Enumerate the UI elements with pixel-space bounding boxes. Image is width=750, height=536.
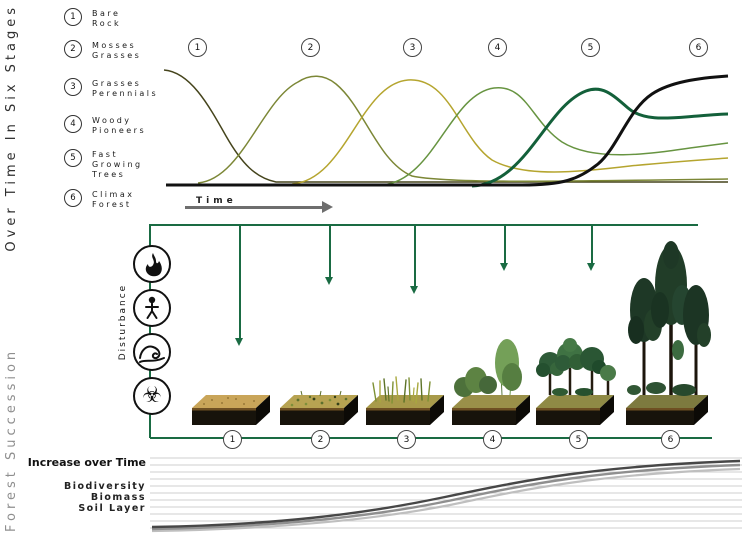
fire-icon-glyph bbox=[145, 253, 162, 277]
stage-marker-5: 5 bbox=[569, 430, 588, 449]
legend-num-1: 1 bbox=[64, 8, 82, 26]
page-title: Forest Succession Over Time In Six Stage… bbox=[4, 4, 19, 532]
stage-arrow-4 bbox=[504, 225, 506, 263]
stage-4-illustration bbox=[452, 339, 530, 425]
stage-arrowhead-4 bbox=[500, 263, 508, 271]
time-arrowhead-icon bbox=[322, 201, 333, 213]
stage-arrow-5 bbox=[591, 225, 593, 263]
chart-marker-1: 1 bbox=[188, 38, 207, 57]
curve-stage-6 bbox=[166, 74, 729, 187]
curve-stage-1 bbox=[163, 69, 728, 183]
chart-marker-4: 4 bbox=[488, 38, 507, 57]
chart-marker-6: 6 bbox=[689, 38, 708, 57]
stage-6-illustration bbox=[626, 241, 711, 425]
stage-arrow-3 bbox=[414, 225, 416, 286]
fire-icon bbox=[133, 245, 171, 283]
stage-marker-3: 3 bbox=[397, 430, 416, 449]
time-axis-label: Time bbox=[196, 196, 237, 206]
stage-arrowhead-3 bbox=[410, 286, 418, 294]
curve-stage-2 bbox=[197, 75, 729, 184]
stage-arrow-1 bbox=[239, 225, 241, 338]
stage-arrowhead-2 bbox=[325, 277, 333, 285]
disturbance-label: Disturbance bbox=[118, 283, 128, 361]
page-title-part2: Over Time In Six Stages bbox=[4, 4, 19, 252]
human-icon bbox=[133, 289, 171, 327]
legend-num-5: 5 bbox=[64, 149, 82, 167]
stage-2-illustration bbox=[280, 390, 358, 425]
chart-marker-3: 3 bbox=[403, 38, 422, 57]
legend-label-2: Mosses Grasses bbox=[92, 41, 142, 60]
stage-marker-1: 1 bbox=[223, 430, 242, 449]
biomass-label: Biomass bbox=[90, 492, 146, 503]
stage-marker-2: 2 bbox=[311, 430, 330, 449]
stage-3-illustration bbox=[366, 376, 444, 425]
legend-item-grasses-perennials: 3 Grasses Perennials bbox=[64, 78, 158, 99]
connector-line-left bbox=[149, 224, 151, 438]
increase-over-time-chart bbox=[150, 457, 742, 533]
legend-label-1: Bare Rock bbox=[92, 9, 122, 28]
biohazard-icon: ☣ bbox=[133, 377, 171, 415]
stage-arrow-2 bbox=[329, 225, 331, 277]
legend-num-6: 6 bbox=[64, 189, 82, 207]
stage-marker-6: 6 bbox=[661, 430, 680, 449]
human-icon-glyph bbox=[145, 296, 159, 319]
connector-line-bottom bbox=[150, 437, 712, 439]
connector-line-top bbox=[150, 224, 698, 226]
bottom-chart-title: Increase over Time bbox=[27, 456, 146, 469]
legend-label-4: Woody Pioneers bbox=[92, 116, 147, 135]
time-arrow bbox=[185, 206, 323, 209]
legend-item-mosses-grasses: 2 Mosses Grasses bbox=[64, 40, 141, 61]
legend-label-6: Climax Forest bbox=[92, 190, 135, 209]
legend-item-fast-growing-trees: 5 Fast Growing Trees bbox=[64, 149, 143, 180]
legend-label-5: Fast Growing Trees bbox=[92, 150, 143, 179]
curve-stage-3 bbox=[291, 79, 729, 185]
stage-1-illustration bbox=[192, 395, 270, 425]
stage-marker-4: 4 bbox=[483, 430, 502, 449]
chart-gridlines bbox=[150, 457, 742, 529]
soil-layer-label: Soil Layer bbox=[78, 503, 146, 514]
legend-num-2: 2 bbox=[64, 40, 82, 58]
chart-marker-5: 5 bbox=[581, 38, 600, 57]
chart-marker-2: 2 bbox=[301, 38, 320, 57]
legend-num-3: 3 bbox=[64, 78, 82, 96]
soil-layer-curve bbox=[151, 467, 741, 533]
curve-stage-5 bbox=[471, 87, 729, 188]
biohazard-icon-glyph: ☣ bbox=[142, 383, 162, 408]
legend-item-bare-rock: 1 Bare Rock bbox=[64, 8, 121, 29]
wave-icon-glyph bbox=[139, 345, 165, 363]
succession-curves-chart bbox=[163, 69, 729, 188]
stage-arrowhead-5 bbox=[587, 263, 595, 271]
legend-label-3: Grasses Perennials bbox=[92, 79, 159, 98]
curve-stage-4 bbox=[381, 87, 729, 186]
stage-5-illustration bbox=[536, 338, 616, 425]
legend-item-woody-pioneers: 4 Woody Pioneers bbox=[64, 115, 146, 136]
stage-arrowhead-1 bbox=[235, 338, 243, 346]
legend-item-climax-forest: 6 Climax Forest bbox=[64, 189, 134, 210]
biodiversity-label: Biodiversity bbox=[63, 481, 146, 492]
legend-num-4: 4 bbox=[64, 115, 82, 133]
wave-icon bbox=[133, 333, 171, 371]
biomass-curve bbox=[151, 463, 741, 531]
biodiversity-curve bbox=[151, 459, 741, 529]
